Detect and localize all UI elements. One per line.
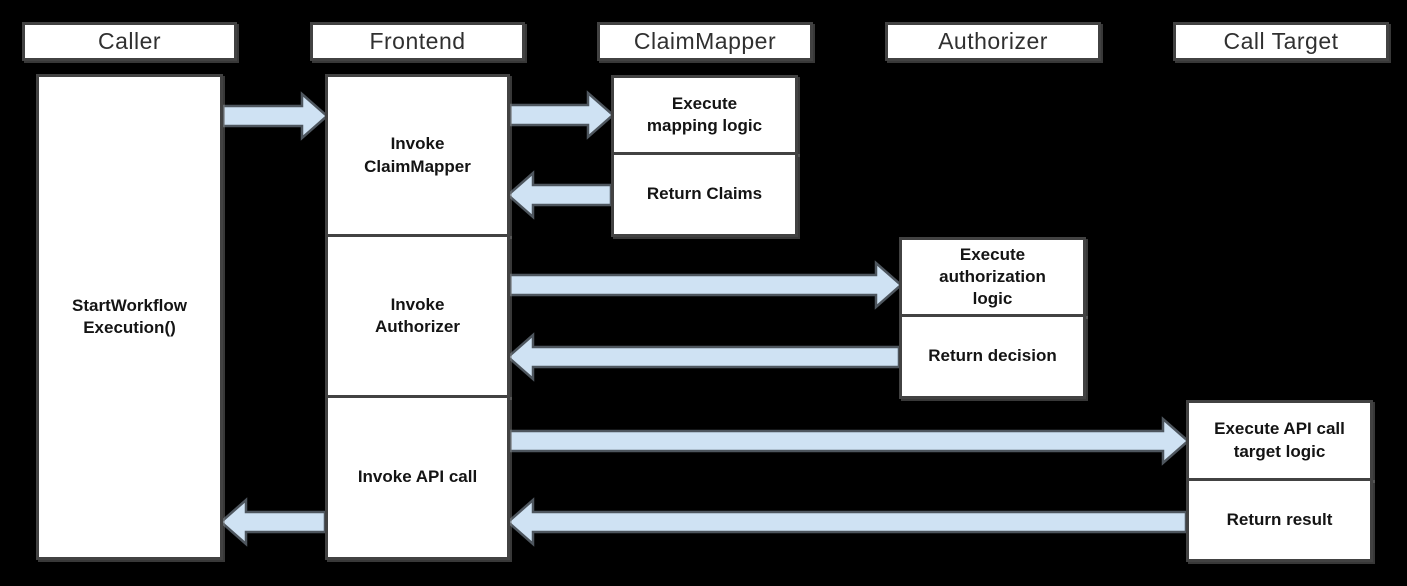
actor-header-frontend: Frontend [310, 22, 525, 61]
actor-header-call-target: Call Target [1173, 22, 1389, 61]
task-authorizer-execute-authorization-logic: Execute authorization logic [899, 237, 1086, 317]
actor-header-authorizer: Authorizer [885, 22, 1101, 61]
arrow-frontend-to-authorizer [508, 260, 903, 310]
task-frontend-invoke-claimmapper: Invoke ClaimMapper [325, 74, 510, 237]
task-caller-startworkflowexecution: StartWorkflow Execution() [36, 74, 223, 560]
actor-header-claimmapper: ClaimMapper [597, 22, 813, 61]
task-claimmapper-return-claims: Return Claims [611, 152, 798, 237]
arrow-frontend-to-caller [219, 497, 327, 547]
arrow-frontend-to-claimmapper [508, 90, 615, 140]
task-calltarget-execute-api-call-target-logic: Execute API call target logic [1186, 400, 1373, 481]
task-authorizer-return-decision: Return decision [899, 314, 1086, 399]
arrow-caller-to-frontend [221, 91, 329, 141]
arrow-frontend-to-calltarget [508, 416, 1190, 466]
arrow-authorizer-to-frontend [506, 332, 901, 382]
task-calltarget-return-result: Return result [1186, 478, 1373, 562]
arrow-calltarget-to-frontend [506, 497, 1188, 547]
task-frontend-invoke-api-call: Invoke API call [325, 395, 510, 560]
task-claimmapper-execute-mapping-logic: Execute mapping logic [611, 75, 798, 155]
actor-header-caller: Caller [22, 22, 237, 61]
arrow-claimmapper-to-frontend [506, 170, 613, 220]
task-frontend-invoke-authorizer: Invoke Authorizer [325, 234, 510, 398]
